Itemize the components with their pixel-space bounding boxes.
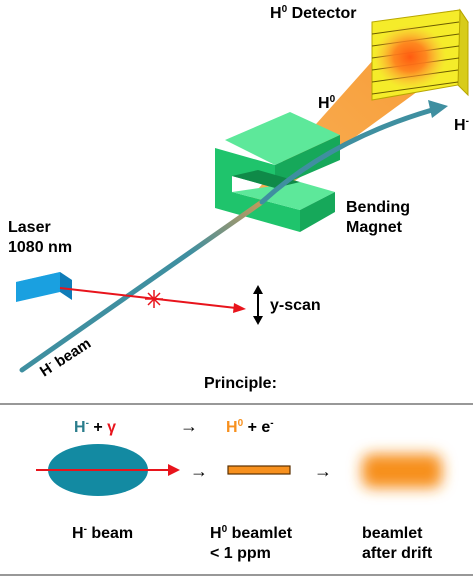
- laser-label-line1: Laser: [8, 219, 51, 236]
- h-minus-arrowhead: [428, 100, 448, 118]
- h-minus-deflected-path: [259, 107, 435, 205]
- beamlet-after-drift: [362, 454, 442, 488]
- caption-beamlet: beamlet: [362, 525, 423, 542]
- principle-arrow-2: →: [314, 461, 332, 481]
- laser-box: [16, 272, 72, 302]
- caption-h0-ppm: < 1 ppm: [210, 545, 271, 562]
- laser-line: [59, 287, 237, 309]
- caption-h-minus-beam: H- beam: [72, 524, 133, 542]
- principle-arrow-1: →: [190, 461, 208, 481]
- laser-label-line2: 1080 nm: [8, 239, 72, 256]
- principle-laser-arrowhead: [168, 464, 180, 476]
- principle-label: Principle:: [204, 375, 277, 392]
- magnet-label-line2: Magnet: [346, 219, 403, 236]
- h0-beamlet: [227, 465, 291, 475]
- yscan-label: y-scan: [270, 297, 321, 314]
- interaction-spark: [145, 290, 163, 308]
- caption-after-drift: after drift: [362, 545, 433, 562]
- equation-left: H- + γ: [74, 418, 116, 436]
- h-minus-label: H-: [454, 116, 469, 134]
- bending-magnet: [215, 112, 340, 232]
- caption-h0-beamlet: H0 beamlet: [210, 524, 293, 542]
- h0-detector: [371, 8, 469, 101]
- h-minus-beam-line: [19, 199, 265, 373]
- equation-arrow: →: [180, 416, 198, 436]
- laser-arrowhead: [233, 303, 246, 313]
- detector-label: H0 Detector: [270, 4, 356, 22]
- h0-label: H0: [318, 94, 336, 112]
- magnet-label-line1: Bending: [346, 199, 410, 216]
- y-scan-arrow: [253, 285, 263, 325]
- equation-right: H0 + e-: [226, 418, 274, 436]
